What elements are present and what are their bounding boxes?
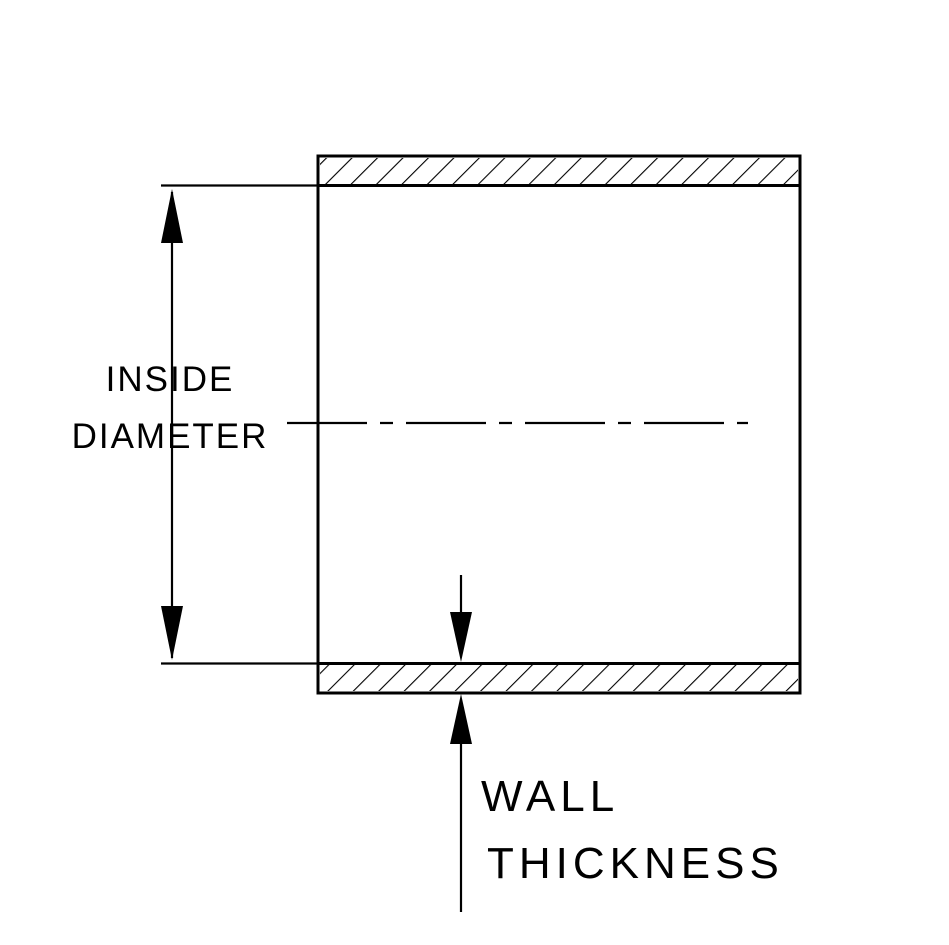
inside-diameter-arrowhead-up-icon xyxy=(161,189,183,243)
wall-thickness-label-line2: THICKNESS xyxy=(487,839,784,888)
top-wall-hatching xyxy=(320,158,798,184)
inside-diameter-label-line2: DIAMETER xyxy=(72,417,269,456)
tube-outline xyxy=(316,154,802,695)
wall-thickness-arrowhead-up-icon xyxy=(450,694,472,744)
inside-diameter-arrowhead-down-icon xyxy=(161,606,183,660)
bottom-wall-hatching xyxy=(320,665,798,691)
inside-diameter-label-line1: INSIDE xyxy=(106,360,235,399)
wall-thickness-label-line1: WALL xyxy=(481,772,619,821)
wall-thickness-arrowhead-down-icon xyxy=(450,612,472,662)
